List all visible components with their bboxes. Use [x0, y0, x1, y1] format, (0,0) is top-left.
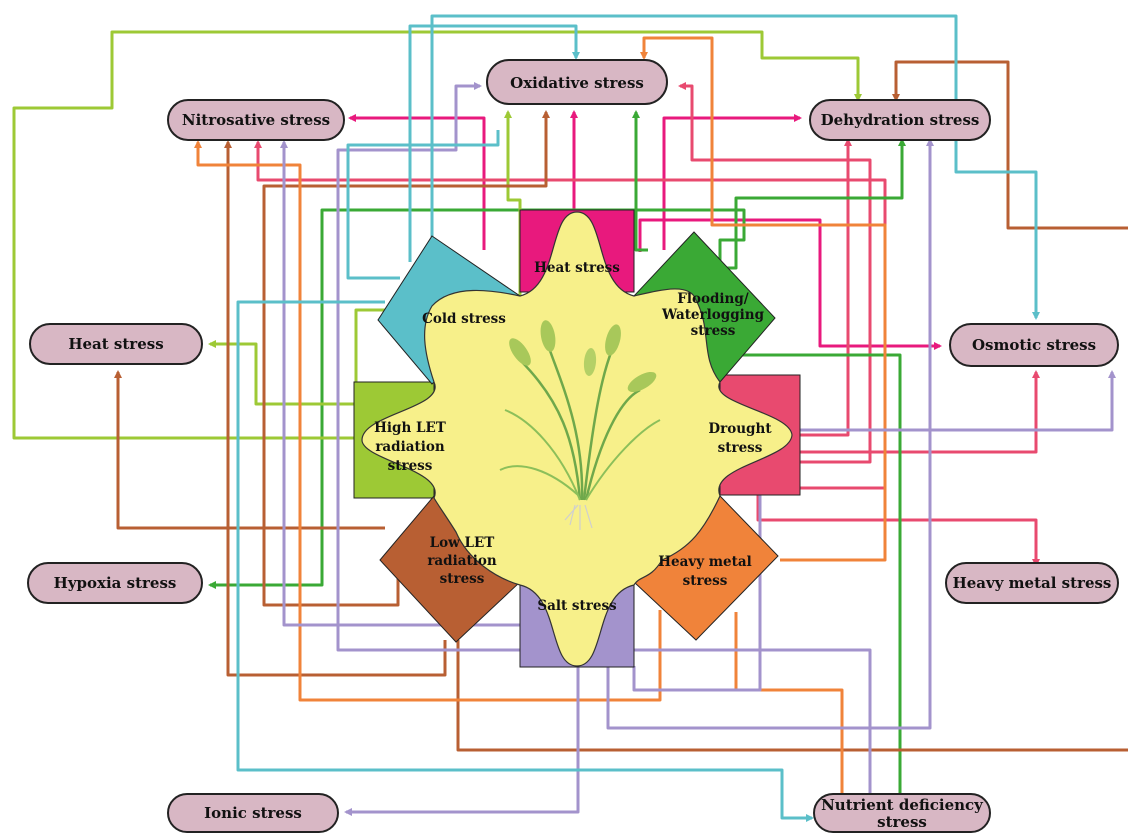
inner-label-flooding-1: Flooding/ — [677, 291, 749, 307]
svg-text:Ionic stress: Ionic stress — [204, 804, 302, 822]
svg-text:Hypoxia stress: Hypoxia stress — [54, 574, 177, 592]
inner-label-highlet-2: radiation — [375, 439, 445, 455]
outer-node-oxidative: Oxidative stress — [486, 59, 668, 105]
arrow-heat-to-osmotic — [638, 218, 942, 350]
outer-node-nutrient: Nutrient deficiency stress — [813, 793, 991, 833]
arrow-lowlet-to-oxidative — [262, 110, 550, 607]
svg-text:Heavy metal stress: Heavy metal stress — [953, 574, 1112, 592]
arrow-heat-to-nitrosative — [348, 114, 486, 250]
arrow-flooding-to-oxidative — [632, 110, 648, 252]
arrow-highlet-to-heat — [208, 340, 356, 406]
outer-node-hypoxia: Hypoxia stress — [27, 562, 203, 604]
outer-node-ionic: Ionic stress — [167, 793, 339, 833]
arrow-drought-to-oxidative — [678, 82, 872, 464]
svg-text:Nitrosative stress: Nitrosative stress — [182, 111, 330, 129]
connectors — [12, 14, 1128, 822]
arrow-lowlet-to-heat — [114, 370, 385, 530]
stress-octagon: Heat stress Flooding/ Waterlogging stres… — [353, 209, 801, 668]
inner-label-cold: Cold stress — [422, 311, 506, 327]
arrow-flooding-to-hypoxia — [208, 208, 746, 589]
outer-node-nitrosative: Nitrosative stress — [167, 99, 345, 141]
arrow-heat-to-dehydration — [662, 114, 802, 250]
arrow-cold-to-nutrient — [236, 300, 814, 822]
inner-label-highlet-1: High LET — [374, 420, 446, 436]
inner-label-flooding-3: stress — [691, 323, 736, 339]
arrow-highlet-to-dehydration — [12, 30, 862, 440]
arrow-heavymetal-to-nitrosative — [194, 140, 662, 702]
arrow-drought-to-dehydration — [800, 138, 852, 437]
svg-text:Nutrient deficiency: Nutrient deficiency — [821, 796, 984, 814]
arrow-salt-to-ionic — [344, 666, 580, 816]
svg-text:Oxidative stress: Oxidative stress — [510, 74, 644, 92]
outer-node-heat: Heat stress — [29, 323, 203, 365]
inner-label-heavymetal-1: Heavy metal — [658, 554, 751, 570]
outer-node-osmotic: Osmotic stress — [949, 323, 1119, 367]
inner-label-lowlet-1: Low LET — [430, 535, 495, 551]
inner-label-lowlet-2: radiation — [427, 553, 497, 569]
arrow-salt-to-oxidative — [336, 82, 520, 652]
inner-label-drought-2: stress — [718, 440, 763, 456]
arrow-flooding-to-nutrient — [740, 353, 904, 812]
svg-text:Heat stress: Heat stress — [68, 335, 163, 353]
svg-text:Osmotic stress: Osmotic stress — [972, 336, 1096, 354]
svg-text:Dehydration stress: Dehydration stress — [821, 111, 980, 129]
outer-node-heavy-metal: Heavy metal stress — [945, 562, 1119, 604]
svg-text:stress: stress — [877, 813, 927, 831]
inner-label-flooding-2: Waterlogging — [661, 307, 765, 323]
inner-label-heat: Heat stress — [534, 260, 620, 276]
inner-label-heavymetal-2: stress — [683, 573, 728, 589]
inner-label-highlet-3: stress — [388, 458, 433, 474]
inner-label-salt: Salt stress — [537, 598, 617, 614]
arrow-lowlet-to-dehydration — [456, 60, 1128, 752]
arrow-salt-to-nutrient — [634, 648, 874, 812]
arrow-flooding-to-dehydration — [720, 138, 906, 270]
arrow-lowlet-to-nitrosative — [224, 140, 447, 677]
outer-node-dehydration: Dehydration stress — [809, 99, 991, 141]
wheat-plant-icon — [499, 320, 661, 530]
arrow-cold-to-osmotic — [430, 14, 1036, 318]
arrow-drought-to-heavymetal — [756, 495, 1040, 567]
inner-label-lowlet-3: stress — [440, 571, 485, 587]
arrow-cold-to-nitrosative-loop — [346, 130, 500, 280]
inner-label-drought-1: Drought — [708, 421, 772, 437]
arrow-drought-to-osmotic — [800, 370, 1040, 454]
arrow-drought-to-nitrosative — [254, 140, 887, 490]
arrow-heavymetal-to-oxidative — [640, 36, 887, 562]
arrow-salt-to-dehydration — [606, 138, 934, 730]
arrow-heavymetal-to-nutrient — [734, 612, 846, 812]
